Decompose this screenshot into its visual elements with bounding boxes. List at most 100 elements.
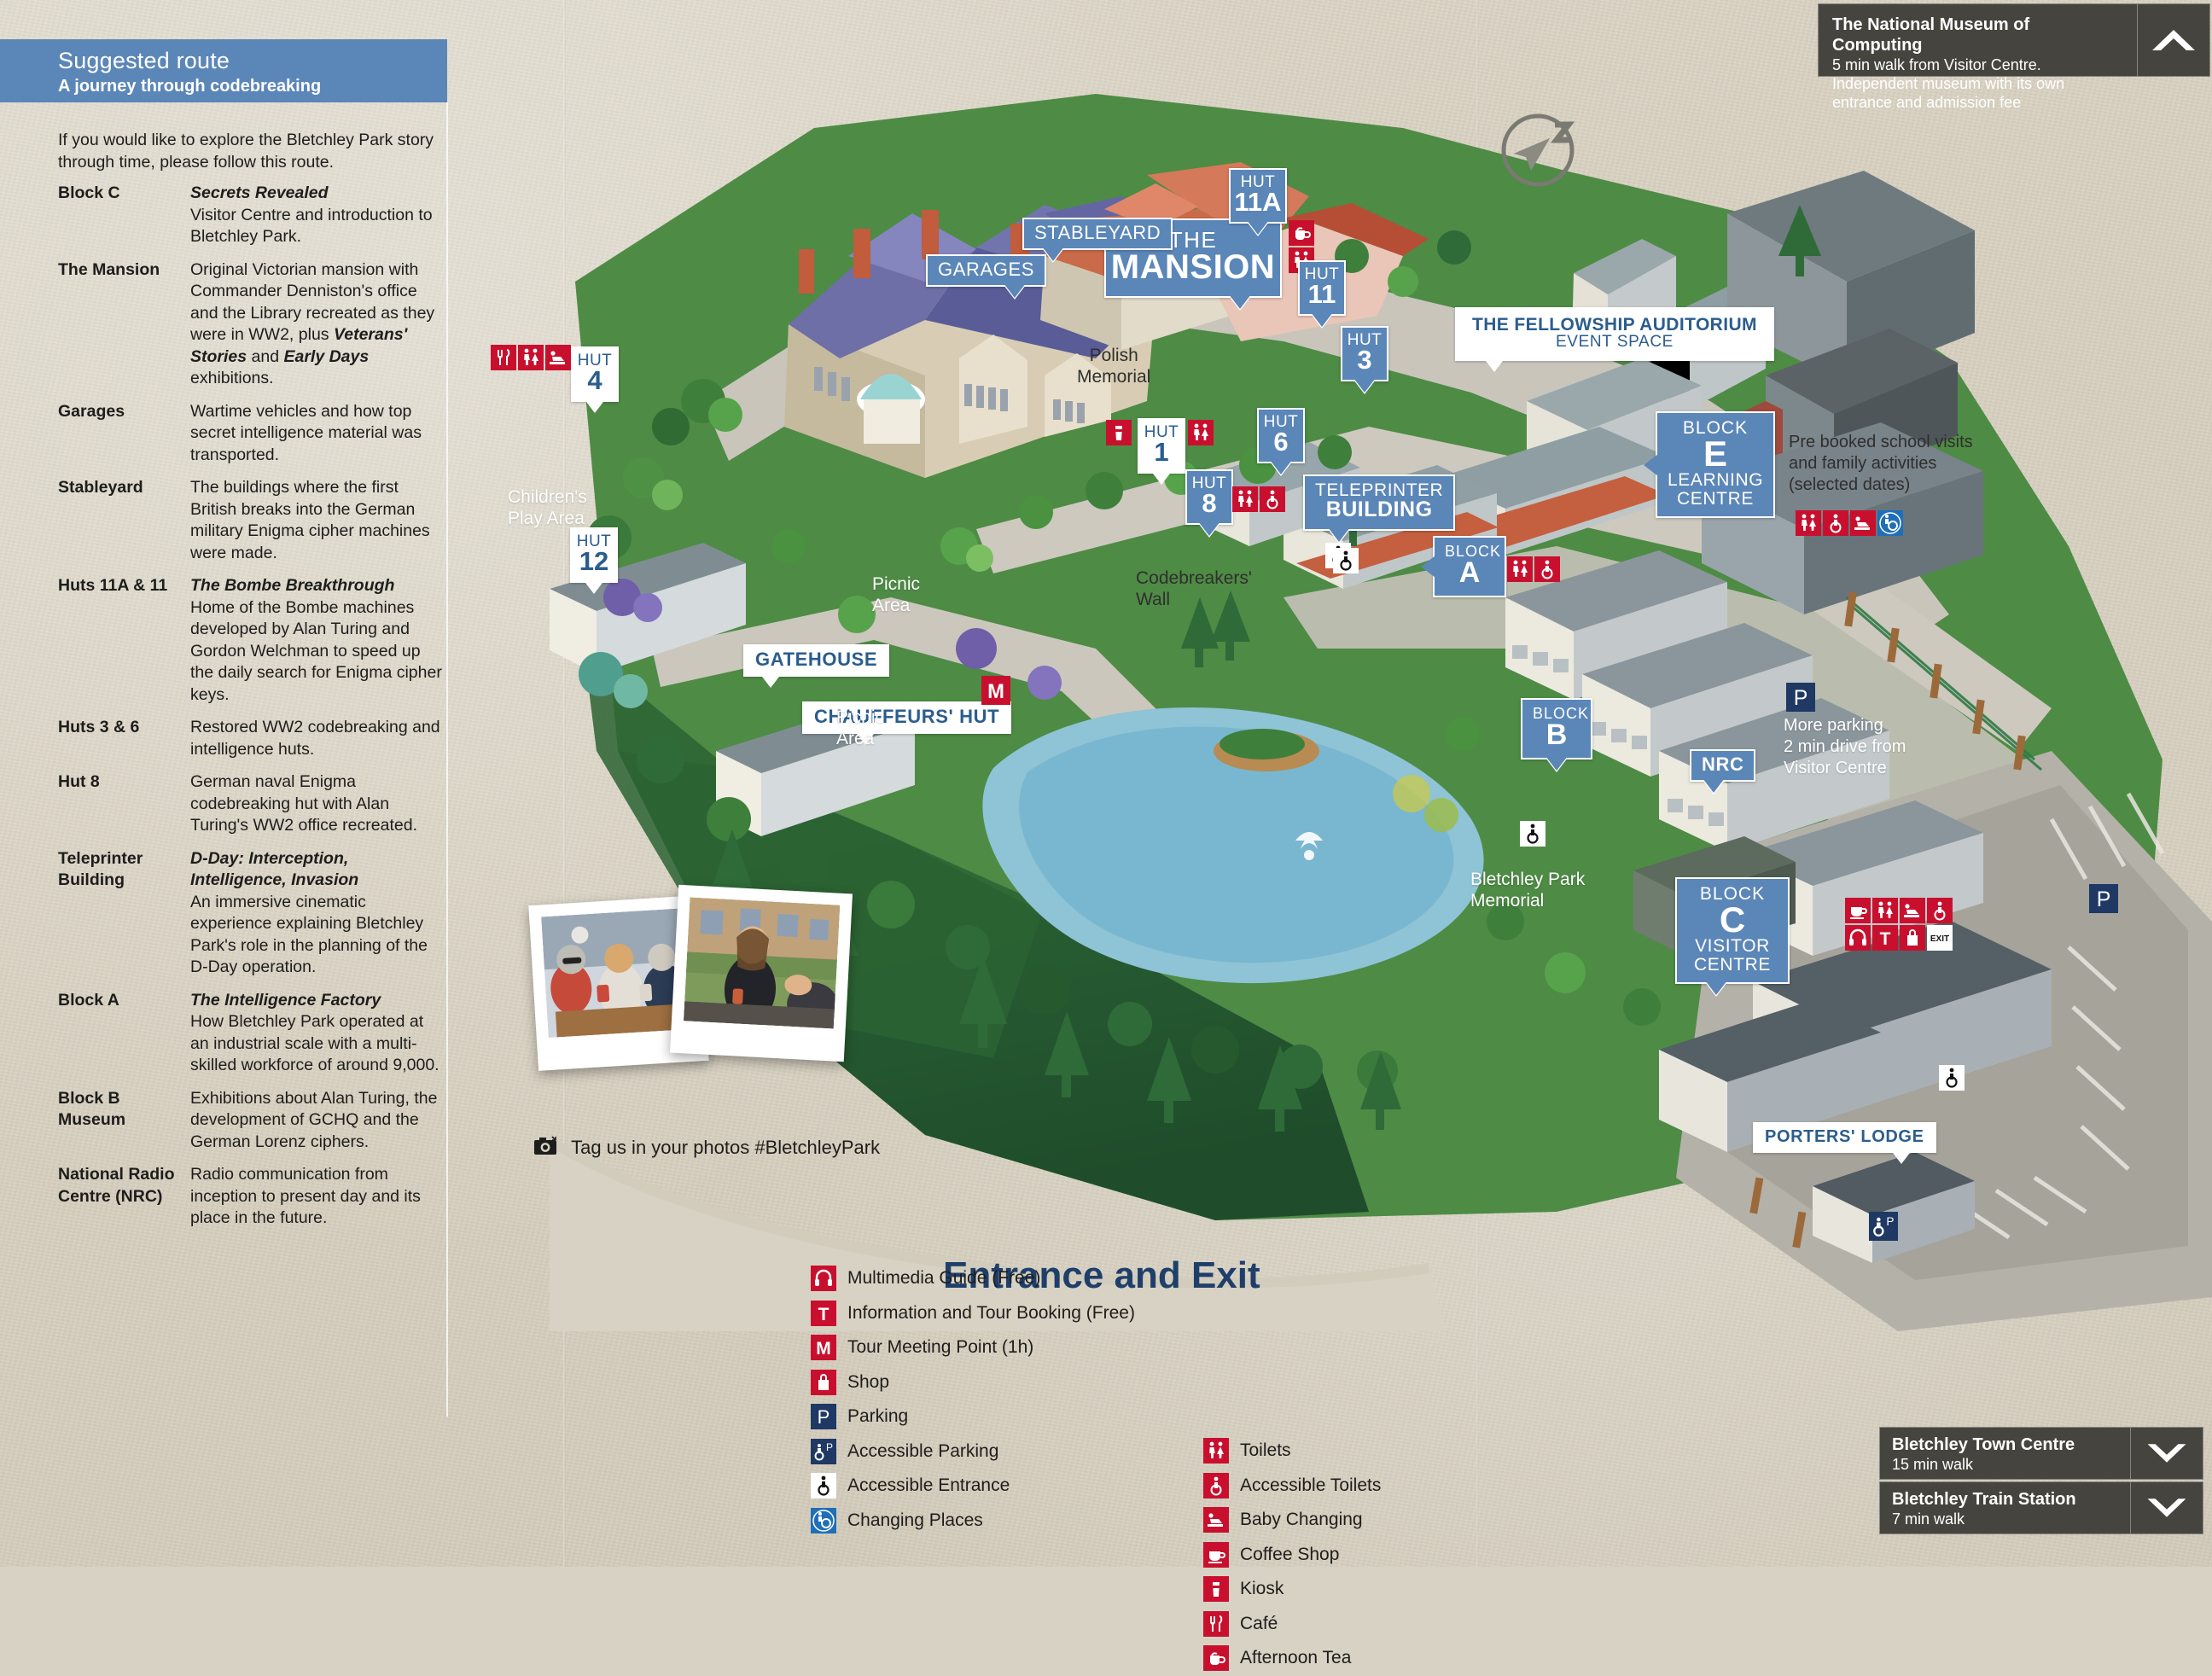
legend-label: Coffee Shop bbox=[1240, 1544, 1340, 1564]
map-label-gatehouse[interactable]: GATEHOUSE bbox=[743, 644, 890, 689]
tnmoc-chevron[interactable] bbox=[2137, 4, 2209, 76]
map-label-hut-3[interactable]: HUT 3 bbox=[1341, 326, 1388, 393]
paper-fold-line bbox=[563, 0, 566, 1567]
map-label-fellowship-auditorium[interactable]: THE FELLOWSHIP AUDITORIUM EVENT SPACE bbox=[1455, 307, 1774, 372]
sidebar-title: Suggested route bbox=[58, 48, 230, 73]
town-centre-chevron[interactable] bbox=[2130, 1428, 2203, 1479]
parking-icon: P bbox=[2089, 884, 2118, 913]
hut4-facility-icons bbox=[491, 345, 573, 370]
map-label-block-a[interactable]: BLOCK A bbox=[1421, 536, 1506, 597]
blockc-facility-icons: T EXIT bbox=[1845, 898, 1953, 951]
legend-label: Information and Tour Booking (Free) bbox=[847, 1302, 1135, 1323]
map-label-hut-6[interactable]: HUT 6 bbox=[1257, 408, 1305, 474]
coffee-shop-icon bbox=[1203, 1541, 1229, 1568]
route-item-description: Restored WW2 codebreaking and intelligen… bbox=[190, 718, 440, 759]
sidebar-divider bbox=[446, 102, 448, 1417]
map-label-block-e[interactable]: BLOCK E LEARNING CENTRE bbox=[1644, 411, 1775, 519]
exit-icon: EXIT bbox=[1927, 925, 1953, 951]
legend-row: Afternoon Tea bbox=[1203, 1641, 1381, 1676]
svg-text:P: P bbox=[826, 1441, 833, 1453]
kiosk-icon bbox=[1106, 420, 1132, 445]
route-item-term: Hut 8 bbox=[58, 772, 100, 791]
route-item-description: Original Victorian mansion with Commande… bbox=[190, 259, 435, 388]
multimedia-guide-icon bbox=[1845, 925, 1871, 951]
park-map[interactable] bbox=[447, 0, 2212, 1567]
svg-text:P: P bbox=[1886, 1215, 1894, 1228]
accessible-parking-marker: P bbox=[1869, 1212, 1900, 1241]
legend-label: Accessible Parking bbox=[847, 1440, 999, 1461]
tnmoc-title: The National Museum of Computing bbox=[1832, 15, 2030, 55]
legend-label: Parking bbox=[847, 1406, 909, 1427]
accessible-entrance-icon bbox=[1520, 821, 1545, 847]
visitor-photo-2 bbox=[669, 884, 853, 1062]
map-label-porters-lodge[interactable]: PORTERS' LODGE bbox=[1753, 1122, 1936, 1165]
legend-row: Multimedia Guide (Free) bbox=[811, 1261, 1135, 1296]
map-label-stableyard[interactable]: STABLEYARD bbox=[1022, 218, 1173, 262]
photo-2-image bbox=[683, 897, 841, 1029]
train-station-chevron[interactable] bbox=[2130, 1482, 2203, 1533]
train-station-body: 7 min walk bbox=[1892, 1510, 1965, 1528]
town-centre-title: Bletchley Town Centre bbox=[1892, 1435, 2075, 1454]
legend-label: Shop bbox=[847, 1371, 890, 1392]
afternoon-tea-icon bbox=[1289, 220, 1314, 246]
sidebar-subtitle: A journey through codebreaking bbox=[58, 77, 322, 96]
train-station-panel[interactable]: Bletchley Train Station 7 min walk bbox=[1879, 1481, 2203, 1534]
parking-icon-marker-2: P bbox=[1786, 683, 1817, 712]
route-item-description: The buildings where the first British br… bbox=[190, 478, 430, 562]
route-item-term: The Mansion bbox=[58, 259, 160, 279]
map-label-hut-11[interactable]: HUT 11 bbox=[1298, 260, 1346, 327]
tour-meeting-icon: M bbox=[981, 676, 1010, 705]
tnmoc-panel[interactable]: The National Museum of Computing 5 min w… bbox=[1818, 3, 2210, 111]
svg-text:M: M bbox=[987, 680, 1004, 703]
svg-text:EXIT: EXIT bbox=[1930, 934, 1949, 944]
map-label-nrc[interactable]: NRC bbox=[1690, 749, 1756, 794]
camera-icon bbox=[533, 1135, 559, 1161]
route-item-description: D-Day: Interception, Intelligence, Invas… bbox=[190, 848, 428, 977]
changing-places-icon bbox=[1877, 510, 1903, 536]
map-label-hut-11a[interactable]: HUT 11A bbox=[1229, 168, 1287, 235]
route-item: Huts 3 & 6 Restored WW2 codebreaking and … bbox=[58, 717, 446, 760]
baby-changing-icon bbox=[1900, 898, 1925, 923]
map-label-teleprinter-building[interactable]: TELEPRINTER BUILDING bbox=[1303, 474, 1456, 542]
legend-row: Coffee Shop bbox=[1203, 1538, 1381, 1573]
route-item-term: Huts 3 & 6 bbox=[58, 718, 140, 736]
map-label-garages[interactable]: GARAGES bbox=[926, 254, 1047, 299]
map-label-hut-4[interactable]: HUT 4 bbox=[571, 346, 619, 413]
photo-1-image bbox=[541, 907, 696, 1039]
map-label-chauffeurs-hut[interactable]: CHAUFFEURS' HUT bbox=[802, 701, 1012, 746]
multimedia-guide-icon bbox=[811, 1266, 836, 1292]
map-label-hut-1[interactable]: HUT 1 bbox=[1138, 418, 1185, 485]
town-centre-panel[interactable]: Bletchley Town Centre 15 min walk bbox=[1879, 1427, 2203, 1480]
afternoon-tea-icon bbox=[1203, 1645, 1229, 1672]
photo-tagline: Tag us in your photos #BletchleyPark bbox=[533, 1135, 880, 1161]
map-label-block-b[interactable]: BLOCK B bbox=[1521, 698, 1592, 771]
route-item-description: Exhibitions about Alan Turing, the devel… bbox=[190, 1088, 438, 1151]
blocke-facility-icons bbox=[1796, 510, 1905, 536]
legend-label: Kiosk bbox=[1240, 1579, 1284, 1599]
hut1-kiosk-icon bbox=[1106, 420, 1133, 445]
map-label-hut-8[interactable]: HUT 8 bbox=[1185, 469, 1233, 536]
blocka-facility-icons bbox=[1507, 556, 1562, 582]
legend-label: Café bbox=[1240, 1613, 1278, 1633]
map-label-hut-12[interactable]: HUT 12 bbox=[570, 527, 618, 594]
baby-changing-icon bbox=[545, 345, 571, 370]
memorial-accessible-entrance bbox=[1520, 821, 1547, 847]
svg-text:P: P bbox=[1794, 686, 1808, 710]
legend-row: Baby Changing bbox=[1203, 1503, 1381, 1538]
hut8-facility-icons bbox=[1232, 486, 1287, 512]
svg-text:T: T bbox=[1880, 929, 1891, 949]
svg-text:M: M bbox=[816, 1339, 831, 1359]
train-station-text: Bletchley Train Station 7 min walk bbox=[1880, 1482, 2130, 1533]
hut1-toilets-icon bbox=[1188, 420, 1215, 445]
map-label-block-c[interactable]: BLOCK C VISITOR CENTRE bbox=[1675, 877, 1790, 996]
